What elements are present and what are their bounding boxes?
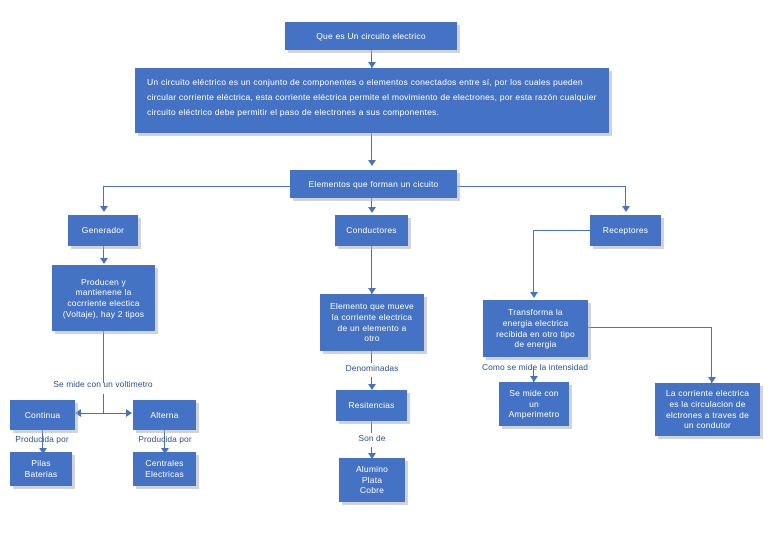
node-receptores-label: Receptores: [602, 225, 649, 236]
connector-receptores-to-transforma: [533, 230, 535, 296]
connector-continua-alterna: [79, 413, 131, 415]
node-title[interactable]: Que es Un circuito electrico: [285, 22, 457, 50]
label-como-se-mide-intensidad: Como se mide la intensidad: [482, 362, 588, 372]
arrowhead-pilas: [39, 448, 47, 454]
connector-hub-right-spine: [457, 186, 626, 188]
node-pilas-baterias[interactable]: Pilas Baterias: [10, 452, 72, 486]
arrowhead-definition: [368, 62, 376, 68]
arrowhead-conductores: [368, 207, 376, 213]
connector-generador-detail-to-split: [103, 331, 105, 383]
connector-hub-to-conductores: [371, 198, 373, 210]
node-generador-label: Generador: [81, 225, 125, 236]
connector-denominadas-to-resitencias: [371, 377, 373, 389]
connector-hub-left-spine: [103, 186, 290, 188]
arrowhead-hub: [368, 160, 376, 166]
arrowhead-generador-detail: [100, 258, 108, 264]
node-conductores[interactable]: Conductores: [335, 215, 408, 246]
node-receptores-detail-text: Transforma la energia electrica recibida…: [496, 307, 575, 350]
arrowhead-receptores: [622, 206, 630, 212]
node-materiales[interactable]: Alumino Plata Cobre: [339, 458, 405, 502]
label-son-de: Son de: [358, 433, 386, 443]
arrowhead-continua: [75, 409, 81, 417]
node-conductores-label: Conductores: [346, 225, 397, 236]
node-resitencias[interactable]: Resitencias: [336, 390, 407, 421]
node-materiales-text: Alumino Plata Cobre: [355, 464, 389, 496]
node-generador-detail-text: Producen y mantienene la cocrriente elec…: [62, 276, 145, 319]
label-producida-por-continua: Producida por: [15, 434, 69, 444]
node-title-label: Que es Un circuito electrico: [316, 30, 426, 41]
node-receptores[interactable]: Receptores: [590, 215, 661, 246]
node-receptores-detail[interactable]: Transforma la energia electrica recibida…: [483, 300, 588, 357]
arrowhead-conductores-detail: [368, 288, 376, 294]
connector-resitencias-to-sonde: [371, 421, 373, 433]
arrowhead-corriente: [708, 377, 716, 383]
label-denominadas: Denominadas: [345, 363, 399, 373]
node-corriente-definicion-text: La corriente electrica es la circulacion…: [665, 388, 750, 431]
arrowhead-centrales: [161, 448, 169, 454]
node-conductores-detail[interactable]: Elemento que mueve la corriente electric…: [320, 294, 424, 351]
connector-title-to-definition: [371, 50, 373, 68]
node-centrales-electricas-text: Centrales Electricas: [145, 458, 184, 479]
arrowhead-alterna: [126, 409, 132, 417]
node-amperimetro[interactable]: Se mide con un Amperimetro: [499, 382, 569, 426]
node-generador[interactable]: Generador: [68, 215, 138, 246]
connector-detail-to-denominadas: [371, 351, 373, 363]
node-centrales-electricas[interactable]: Centrales Electricas: [133, 452, 196, 486]
connector-generador-to-detail: [103, 246, 105, 262]
connector-receptores-left-elbow: [533, 230, 591, 232]
node-alterna-label: Alterna: [150, 409, 179, 420]
connector-continua-to-pilas: [42, 430, 44, 452]
arrowhead-resitencias: [368, 384, 376, 390]
connector-hub-to-receptores: [625, 186, 627, 208]
connector-transforma-right-elbow: [588, 327, 712, 329]
node-continua[interactable]: Continua: [10, 400, 75, 430]
arrowhead-generador: [100, 206, 108, 212]
node-hub-elementos[interactable]: Elementos que forman un cicuito: [290, 170, 457, 198]
connector-split-stem: [103, 394, 105, 413]
node-continua-label: Continua: [24, 409, 61, 420]
node-definition[interactable]: Un circuito eléctrico es un conjunto de …: [135, 68, 609, 133]
node-resitencias-label: Resitencias: [348, 400, 395, 411]
connector-hub-to-generador: [103, 186, 105, 208]
node-pilas-baterias-text: Pilas Baterias: [24, 458, 58, 479]
label-se-mide-voltimetro: Se mide con un voltimetro: [53, 379, 153, 389]
arrowhead-materiales: [368, 453, 376, 459]
arrowhead-transforma: [530, 292, 538, 298]
label-producida-por-alterna: Producida por: [138, 434, 192, 444]
node-corriente-definicion[interactable]: La corriente electrica es la circulacion…: [655, 383, 760, 436]
connector-alterna-to-centrales: [164, 430, 166, 452]
node-generador-detail[interactable]: Producen y mantienene la cocrriente elec…: [52, 265, 155, 331]
node-definition-text: Un circuito eléctrico es un conjunto de …: [147, 77, 597, 118]
node-alterna[interactable]: Alterna: [133, 400, 196, 430]
node-amperimetro-text: Se mide con un Amperimetro: [508, 388, 560, 420]
connector-transforma-to-amperimetro: [533, 368, 535, 382]
connector-conductores-to-detail: [371, 246, 373, 294]
node-conductores-detail-text: Elemento que mueve la corriente electric…: [330, 301, 414, 344]
connector-definition-to-hub: [371, 133, 373, 165]
connector-sonde-to-materiales: [371, 447, 373, 458]
arrowhead-amperimetro: [530, 376, 538, 382]
connector-elbow-to-corriente: [711, 327, 713, 383]
node-hub-label: Elementos que forman un cicuito: [308, 178, 439, 189]
